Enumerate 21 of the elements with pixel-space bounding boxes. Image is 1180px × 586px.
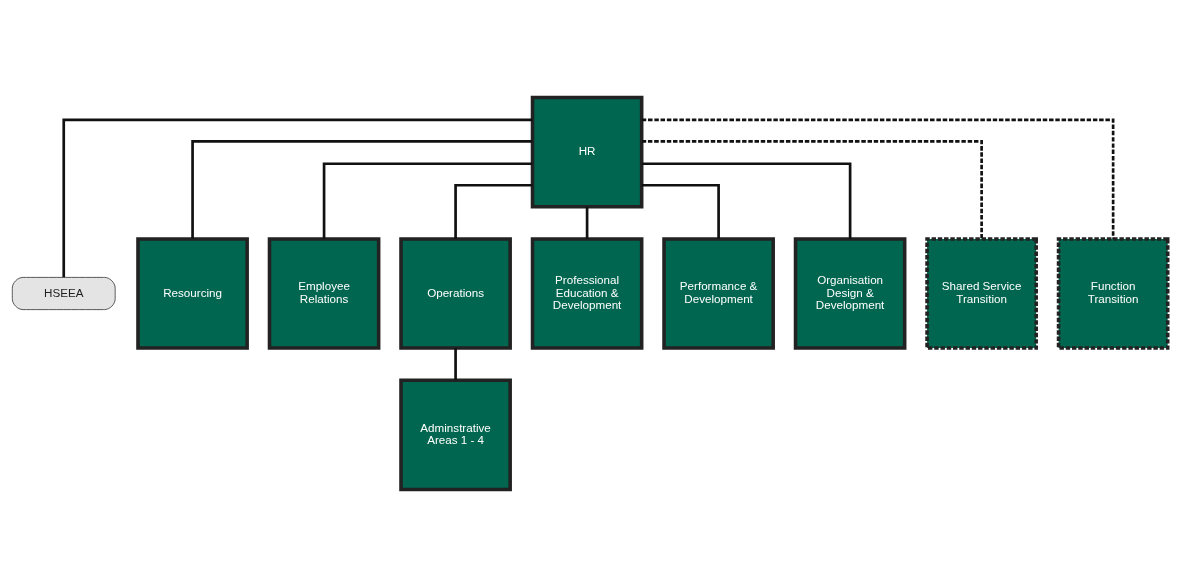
connector: [641, 118, 1115, 239]
node-box: HSEEA: [11, 276, 116, 310]
connector: [62, 118, 533, 277]
connector: [322, 161, 533, 239]
connector: [454, 183, 533, 239]
connector: [191, 139, 533, 239]
node-box: Resourcing: [136, 236, 249, 350]
connector: [641, 183, 720, 239]
connector: [641, 161, 852, 239]
connector: [585, 206, 589, 239]
connector: [454, 347, 457, 380]
node-box: Professional Education & Development: [530, 236, 644, 350]
node-box: Shared Service Transition: [925, 236, 1038, 350]
node-box: Organisation Design & Development: [793, 236, 907, 350]
node-box: Performance & Development: [662, 236, 775, 350]
connector: [641, 139, 983, 239]
node-box: Adminstrative Areas 1 - 4: [399, 378, 512, 491]
node-box: Employee Relations: [267, 236, 381, 350]
node-box: Function Transition: [1056, 236, 1170, 350]
node-box: HR: [530, 95, 644, 208]
node-box: Operations: [399, 236, 512, 350]
